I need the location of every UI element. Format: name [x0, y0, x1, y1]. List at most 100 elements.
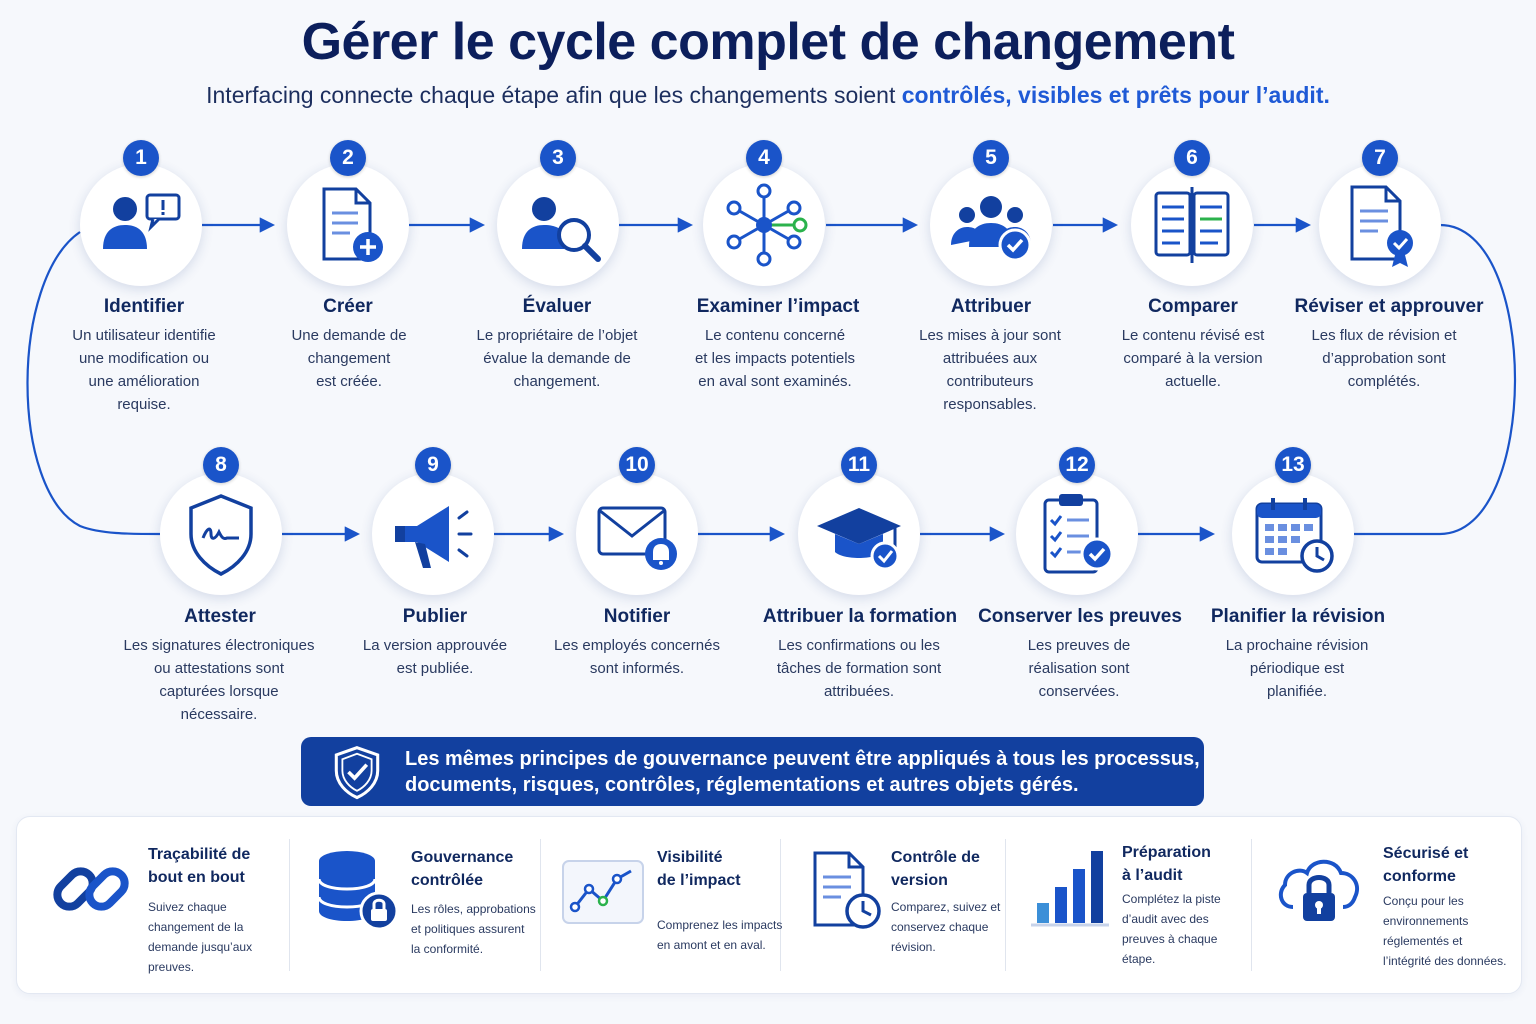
step-title: Publier [402, 606, 468, 627]
step-description-line: changement. [513, 373, 601, 390]
banner-text: Les mêmes principes de gouvernance peuve… [405, 746, 1200, 798]
step-description-line: Les employés concernés [554, 637, 720, 654]
step-description: Un utilisateur identifie une modification… [24, 324, 264, 416]
page-title: Gérer le cycle complet de changement [301, 13, 1235, 71]
step-description-line: ou attestations sont [153, 660, 285, 677]
step-description-line: responsables. [943, 396, 1037, 413]
step-description-line: est créée. [316, 373, 382, 390]
step-description-line: attribuées. [823, 683, 895, 700]
chart-line-icon [562, 860, 644, 924]
step-description: Les signatures électroniques ou attestati… [99, 634, 339, 726]
step-description-line: Le contenu concerné [704, 327, 846, 344]
feature-title-line: version [891, 872, 948, 889]
feature-description-line: preuves à chaque [1122, 932, 1218, 946]
feature-title-line: de l’impact [657, 872, 741, 889]
cloud-lock-icon [1278, 859, 1360, 921]
feature-title-line: Gouvernance [411, 849, 514, 866]
feature-divider [1251, 839, 1252, 971]
step-description-line: conservées. [1038, 683, 1120, 700]
feature-description-line: et politiques assurent [411, 922, 525, 936]
feature-description-line: Comprenez les impacts [657, 918, 783, 932]
step-description-line: planifiée. [1266, 683, 1328, 700]
step-description-line: actuelle. [1165, 373, 1221, 390]
step-description-line: une modification ou [78, 350, 210, 367]
step-description-line: Les mises à jour sont [919, 327, 1061, 344]
step-title: Attribuer [950, 296, 1032, 317]
chain-link-icon [53, 867, 129, 911]
step-icon-circle [80, 164, 202, 286]
feature-description-line: réglementés et [1383, 934, 1463, 948]
step-icon-circle [1016, 473, 1138, 595]
subtitle-highlight: contrôlés, visibles et prêts pour l’audi… [901, 82, 1330, 108]
compare-icon [1154, 187, 1230, 263]
database-lock-icon [317, 851, 399, 931]
feature-icon [557, 847, 649, 944]
step-icon-circle [1319, 164, 1441, 286]
step-number-badge: 10 [619, 447, 655, 483]
feature-icon [801, 845, 893, 942]
calendar-clock-icon [1255, 498, 1334, 573]
step-description-line: La version approuvée [362, 637, 508, 654]
step-description-line: Un utilisateur identifie [72, 327, 216, 344]
step-number-badge: 7 [1362, 140, 1398, 176]
feature-title-line: Préparation [1122, 844, 1211, 861]
feature-description-line: Les rôles, approbations [411, 902, 536, 916]
step-description-line: Une demande de [291, 327, 407, 344]
step-description-line: réalisation sont [1028, 660, 1130, 677]
step-number-badge: 5 [973, 140, 1009, 176]
loop-left [26, 231, 161, 536]
step-description-line: évalue la demande de [483, 350, 631, 367]
step-description-line: Le propriétaire de l’objet [476, 327, 638, 344]
feature-title-line: contrôlée [411, 872, 484, 889]
step-number-badge: 12 [1059, 447, 1095, 483]
step-icon-circle [703, 164, 825, 286]
step-icon-circle [930, 164, 1052, 286]
banner-line-1: Les mêmes principes de gouvernance peuve… [405, 747, 1200, 770]
feature-description: Les rôles, approbations et politiques ass… [411, 899, 536, 959]
graduation-cap-icon [817, 508, 901, 571]
step-description-line: Les signatures électroniques [123, 637, 315, 654]
feature-title-line: Visibilité [657, 849, 723, 866]
feature-divider [1005, 839, 1006, 971]
clipboard-check-icon [1043, 494, 1114, 574]
feature-description-line: preuves. [148, 960, 195, 974]
step-number-badge: 3 [540, 140, 576, 176]
feature-description-line: l’intégrité des données. [1383, 954, 1507, 968]
mail-bell-icon [597, 506, 677, 570]
step-icon-circle [497, 164, 619, 286]
step-title: Attester [184, 606, 256, 627]
step-icon-circle [1131, 164, 1253, 286]
document-add-icon [322, 187, 383, 262]
feature-description-line: conservez chaque [891, 920, 989, 934]
feature-divider [540, 839, 541, 971]
feature-description-line: étape. [1122, 952, 1156, 966]
feature-title-line: à l’audit [1122, 867, 1183, 884]
document-approved-icon [1350, 185, 1413, 267]
feature-title-line: bout en bout [148, 869, 245, 886]
step-description-line: en aval sont examinés. [698, 373, 852, 390]
step-title: Identifier [103, 296, 185, 317]
shield-check-icon [334, 745, 380, 799]
step-icon-circle [372, 473, 494, 595]
step-icon-circle [287, 164, 409, 286]
step-number-badge: 9 [415, 447, 451, 483]
feature-title-line: Sécurisé et [1383, 845, 1469, 862]
loop-right [1354, 223, 1516, 536]
step-title: Planifier la révision [1210, 606, 1386, 627]
shield-signature-icon [189, 494, 253, 576]
step-description-line: comparé à la version [1123, 350, 1263, 367]
step-number-badge: 2 [330, 140, 366, 176]
